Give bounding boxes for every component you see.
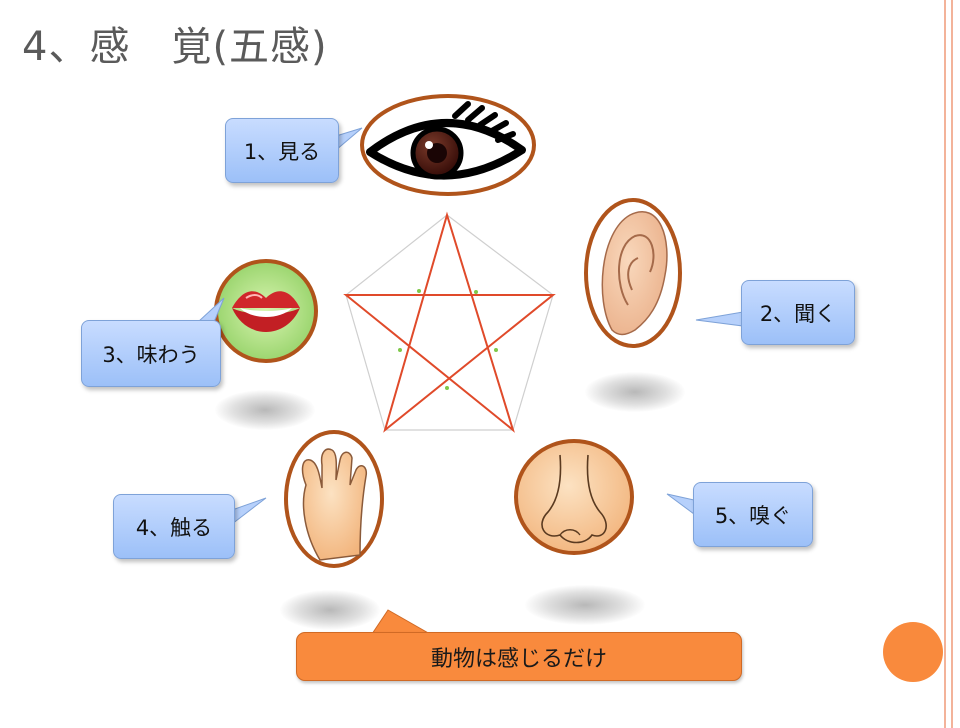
star-mark (474, 290, 478, 294)
star-mark (417, 289, 421, 293)
callout-tail-smell (666, 493, 695, 515)
callout-taste: 3、味わう (81, 320, 221, 387)
callout-taste-label: 3、味わう (102, 342, 200, 367)
callout-touch-label: 4、触る (135, 515, 213, 540)
callout-tail-touch (231, 497, 267, 526)
star-lines (343, 211, 556, 433)
note-text: 動物は感じるだけ (430, 646, 607, 672)
side-rule-left (944, 0, 946, 728)
callout-hear-label: 2、聞く (759, 301, 837, 326)
callout-touch: 4、触る (113, 494, 235, 559)
callout-see-label: 1、見る (243, 139, 321, 164)
ear-icon (584, 198, 682, 348)
note-tail (371, 609, 432, 635)
decorative-circle (883, 622, 943, 682)
mouth-icon (214, 259, 318, 363)
nose-shadow (525, 585, 645, 625)
callout-see: 1、見る (225, 118, 339, 183)
callout-smell: 5、嗅ぐ (693, 482, 813, 547)
ear-shadow (585, 372, 685, 412)
pentagon-outline (345, 214, 554, 431)
side-rule-right (951, 0, 953, 728)
star-mark (445, 386, 449, 390)
star-mark (398, 348, 402, 352)
callout-tail-see (335, 127, 363, 152)
callout-tail-hear (695, 311, 744, 327)
mouth-shadow (215, 390, 315, 430)
hand-shadow (280, 590, 380, 630)
page-title: 4、感 覚(五感) (22, 24, 328, 70)
callout-smell-label: 5、嗅ぐ (714, 503, 792, 528)
note-callout: 動物は感じるだけ (296, 632, 742, 681)
eye-icon (360, 94, 536, 196)
nose-icon (514, 439, 634, 555)
star-mark (494, 348, 498, 352)
callout-hear: 2、聞く (741, 280, 855, 345)
hand-icon (284, 430, 384, 568)
pentagram-diagram (343, 211, 556, 433)
